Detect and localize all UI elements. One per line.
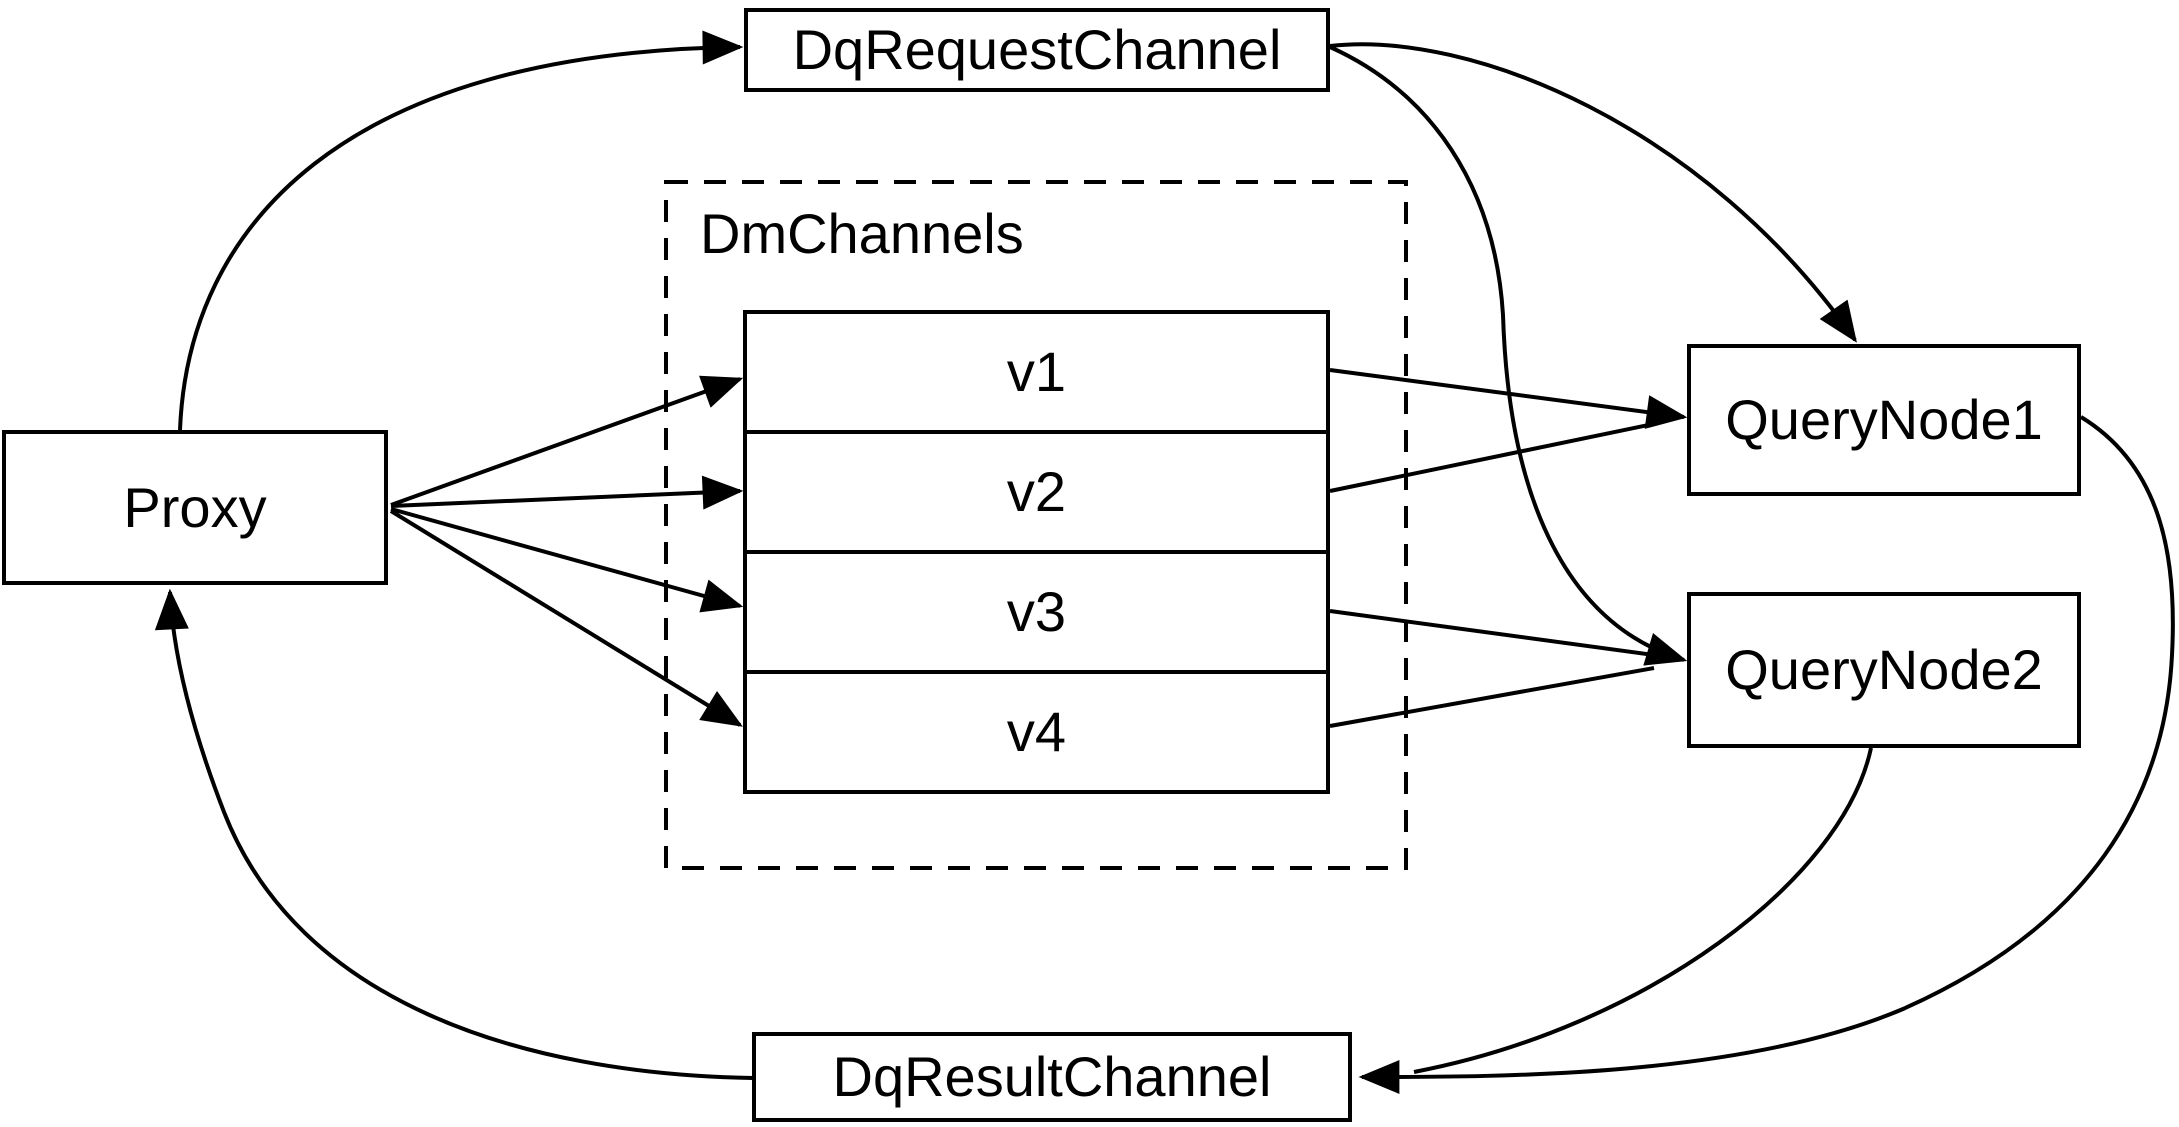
channel-row-v1: v1 [1006, 340, 1067, 403]
node-dq-request-channel: DqRequestChannel [744, 8, 1330, 92]
node-proxy-label: Proxy [123, 475, 267, 539]
node-query-node1-label: QueryNode1 [1725, 388, 2043, 451]
edge-dqrequestchannel-to-querynode2 [1329, 45, 1688, 666]
node-dq-result-channel: DqResultChannel [752, 1032, 1352, 1122]
channel-row-v2: v2 [747, 430, 1326, 550]
dm-channels-dashed-box [664, 180, 1408, 870]
node-dq-request-channel-label: DqRequestChannel [792, 18, 1282, 81]
node-query-node2-label: QueryNode2 [1725, 638, 2043, 701]
edge-proxy-to-v4 [389, 509, 743, 727]
edge-v3-to-querynode2 [1329, 609, 1655, 657]
edge-v4-to-querynode2 [1329, 666, 1655, 728]
edge-dqrequestchannel-to-querynode1 [1329, 42, 1857, 343]
edge-proxy-to-dqrequestchannel [178, 30, 744, 431]
node-dq-result-channel-label: DqResultChannel [832, 1045, 1272, 1108]
channel-row-v3: v3 [747, 550, 1326, 670]
node-query-node1: QueryNode1 [1687, 344, 2081, 496]
edge-querynode1-to-dqresultchannel [1358, 415, 2175, 1094]
edge-querynode2-to-dqresultchannel [1413, 747, 1873, 1074]
dm-channels-label: DmChannels [700, 202, 1024, 265]
edge-v2-to-querynode1 [1329, 421, 1659, 493]
channel-row-v4: v4 [747, 670, 1326, 790]
dm-channels-table: v1 v2 v3 v4 [743, 310, 1330, 794]
node-proxy: Proxy [2, 430, 388, 585]
edge-proxy-to-v3 [390, 507, 744, 613]
edge-v1-to-querynode1 [1329, 368, 1688, 429]
node-query-node2: QueryNode2 [1687, 592, 2081, 748]
edge-proxy-to-v2 [390, 475, 744, 510]
edge-dqresultchannel-to-proxy [154, 588, 754, 1080]
edge-proxy-to-v1 [390, 375, 744, 507]
